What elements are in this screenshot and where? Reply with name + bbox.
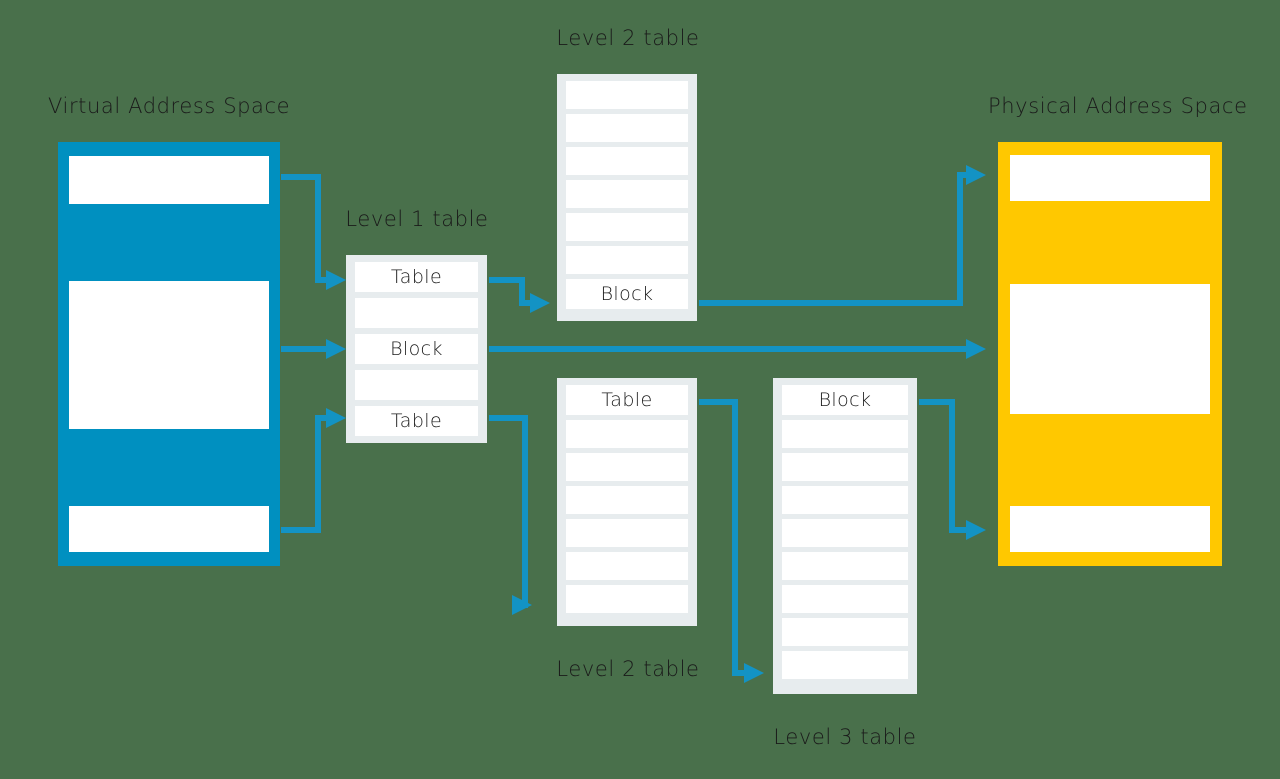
level2-bottom-entry-5[interactable] bbox=[566, 552, 688, 580]
level3-entry-8[interactable] bbox=[782, 651, 908, 679]
level2-top-entry-5[interactable] bbox=[566, 246, 688, 274]
vas-region-bottom[interactable] bbox=[69, 506, 269, 552]
level3-entry-6[interactable] bbox=[782, 585, 908, 613]
level-2-table-bottom[interactable]: Table bbox=[557, 378, 697, 626]
pas-region-top[interactable] bbox=[1010, 155, 1210, 201]
level3-entry-2[interactable] bbox=[782, 453, 908, 481]
level1-entry-2[interactable]: Block bbox=[355, 334, 478, 364]
pas-region-middle[interactable] bbox=[1010, 284, 1210, 414]
level3-entry-4[interactable] bbox=[782, 519, 908, 547]
level3-entry-3[interactable] bbox=[782, 486, 908, 514]
wire-vas-middle-to-l1-entry2 bbox=[281, 339, 346, 359]
wire-l1-entry0-to-l2top-block bbox=[489, 277, 550, 313]
wire-l2bottom-table-to-l3 bbox=[699, 399, 764, 683]
level2-bottom-entry-0[interactable]: Table bbox=[566, 385, 688, 415]
level2-top-entry-1[interactable] bbox=[566, 114, 688, 142]
caption-physical-address-space: Physical Address Space bbox=[988, 94, 1248, 118]
physical-address-space[interactable] bbox=[998, 142, 1222, 566]
level-1-table[interactable]: Table Block Table bbox=[346, 255, 487, 443]
level-2-table-top[interactable]: Block bbox=[557, 74, 697, 321]
pas-region-bottom[interactable] bbox=[1010, 506, 1210, 552]
level2-bottom-entry-1[interactable] bbox=[566, 420, 688, 448]
level2-top-entry-2[interactable] bbox=[566, 147, 688, 175]
level2-top-entry-3[interactable] bbox=[566, 180, 688, 208]
level2-top-entry-6[interactable]: Block bbox=[566, 279, 688, 309]
level3-entry-5[interactable] bbox=[782, 552, 908, 580]
level2-bottom-entry-2[interactable] bbox=[566, 453, 688, 481]
level1-entry-0[interactable]: Table bbox=[355, 262, 478, 292]
level2-bottom-entry-6[interactable] bbox=[566, 585, 688, 613]
level2-top-entry-4[interactable] bbox=[566, 213, 688, 241]
vas-region-middle[interactable] bbox=[69, 281, 269, 429]
wire-l2top-block-to-pas-top bbox=[699, 165, 986, 306]
caption-virtual-address-space: Virtual Address Space bbox=[48, 94, 291, 118]
wire-vas-bottom-to-l1-entry4 bbox=[281, 408, 346, 533]
level2-top-entry-0[interactable] bbox=[566, 81, 688, 109]
level3-entry-1[interactable] bbox=[782, 420, 908, 448]
caption-level-2-table-top: Level 2 table bbox=[556, 26, 700, 50]
level1-entry-1[interactable] bbox=[355, 298, 478, 328]
wire-l1-entry4-to-l2bottom bbox=[489, 415, 532, 615]
level2-bottom-entry-3[interactable] bbox=[566, 486, 688, 514]
virtual-address-space[interactable] bbox=[58, 142, 280, 566]
level-3-table[interactable]: Block bbox=[773, 378, 917, 694]
caption-level-1-table: Level 1 table bbox=[345, 207, 489, 231]
level2-bottom-entry-4[interactable] bbox=[566, 519, 688, 547]
caption-level-3-table: Level 3 table bbox=[773, 725, 917, 749]
caption-level-2-table-bottom: Level 2 table bbox=[556, 657, 700, 681]
wire-vas-top-to-l1-entry0 bbox=[281, 174, 346, 290]
level1-entry-3[interactable] bbox=[355, 370, 478, 400]
wire-l1-entry2-to-pas-middle bbox=[489, 339, 986, 359]
level1-entry-4[interactable]: Table bbox=[355, 406, 478, 436]
level3-entry-0[interactable]: Block bbox=[782, 385, 908, 415]
level3-entry-7[interactable] bbox=[782, 618, 908, 646]
wire-l3-block-to-pas-bottom bbox=[919, 399, 986, 540]
vas-region-top[interactable] bbox=[69, 156, 269, 204]
